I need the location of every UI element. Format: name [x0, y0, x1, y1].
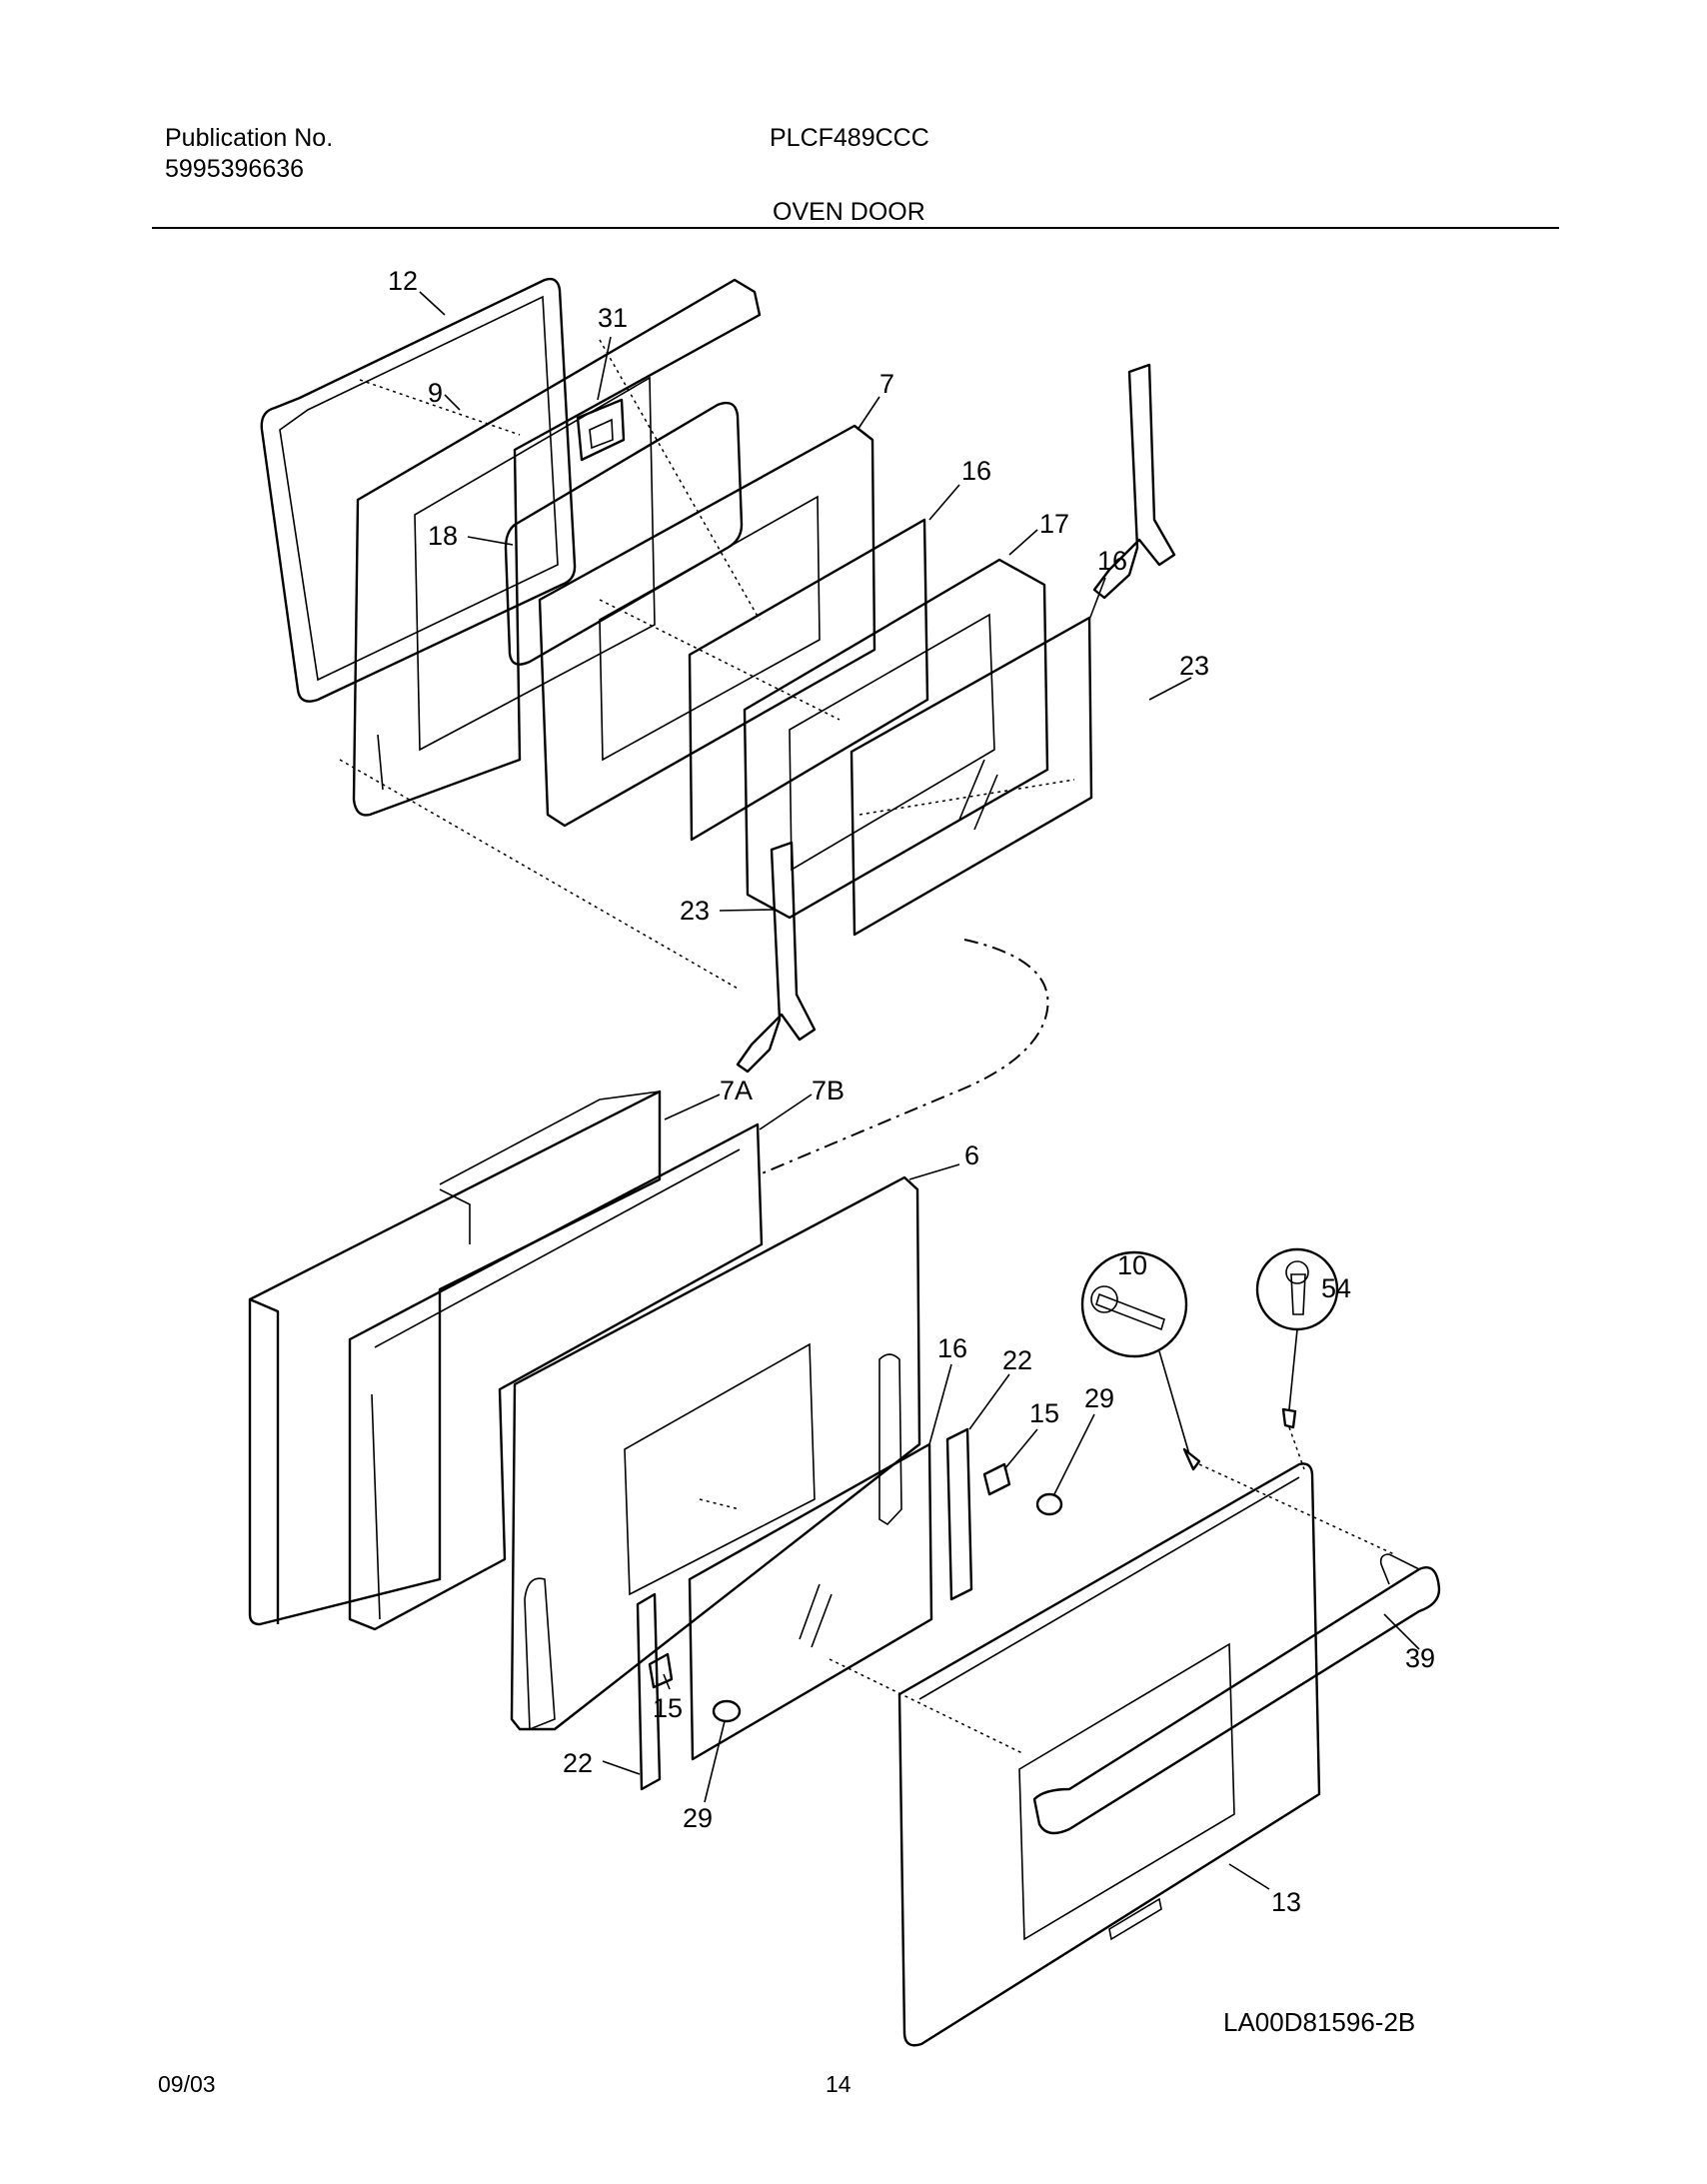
part-7-insulation-frame: [538, 424, 876, 828]
part-7A-insulation: [248, 1090, 662, 1626]
callout-16-upper-a: 16: [961, 456, 991, 486]
callout-7-upper: 7: [879, 369, 894, 399]
footer-date: 09/03: [158, 2071, 216, 2097]
callout-10: 10: [1117, 1250, 1147, 1280]
callout-29-top: 29: [1084, 1383, 1114, 1413]
part-17-glass-frame: [743, 558, 1049, 920]
diagram-code: LA00D81596-2B: [1223, 2007, 1416, 2037]
callout-12: 12: [388, 266, 418, 296]
section-title: OVEN DOOR: [773, 198, 925, 226]
part-16-glass-upper-b: [850, 616, 1093, 937]
callout-7A: 7A: [720, 1076, 753, 1105]
callout-22-bottom: 22: [563, 1748, 593, 1778]
part-23-hinge-right: [1092, 363, 1176, 600]
callout-6: 6: [964, 1140, 979, 1170]
part-15-clip-bottom: [648, 1652, 674, 1689]
part-10-screw-detail: [1080, 1250, 1201, 1471]
callout-22-top: 22: [1002, 1345, 1032, 1375]
callout-23-right: 23: [1179, 651, 1209, 681]
page-number: 14: [826, 2071, 852, 2097]
callout-13: 13: [1271, 1887, 1301, 1917]
callout-16-lower: 16: [937, 1333, 967, 1363]
part-15-clip-top: [982, 1462, 1011, 1496]
model-number: PLCF489CCC: [770, 124, 929, 152]
part-31-clip: [576, 398, 626, 462]
callout-9: 9: [428, 378, 443, 408]
callout-23-left: 23: [680, 896, 710, 926]
publication-number: 5995396636: [165, 155, 305, 183]
publication-label: Publication No.: [165, 124, 334, 152]
part-9-door-liner: [352, 278, 762, 817]
part-16-glass-upper-a: [688, 518, 929, 842]
callout-31: 31: [598, 303, 628, 333]
callout-7B: 7B: [812, 1076, 845, 1105]
part-12-door-gasket: [260, 277, 577, 703]
part-39-door-handle: [1032, 1553, 1441, 1835]
part-6-inner-door: [510, 1175, 921, 1731]
part-7B-heat-shield: [348, 1122, 764, 1631]
callout-15-bottom: 15: [653, 1693, 683, 1723]
callout-16-upper-b: 16: [1097, 546, 1127, 576]
callout-39: 39: [1405, 1643, 1435, 1673]
callout-17: 17: [1039, 509, 1069, 539]
part-22-bracket-bottom: [636, 1592, 662, 1791]
header-rule: [152, 227, 1559, 229]
part-22-bracket-top: [945, 1427, 973, 1601]
part-54-screw-detail: [1255, 1247, 1339, 1429]
callout-18: 18: [428, 521, 458, 551]
part-29-plug-top: [1035, 1492, 1063, 1516]
part-16-glass-lower: [688, 1442, 933, 1761]
part-29-plug-bottom: [712, 1699, 742, 1723]
callout-29-bottom: 29: [683, 1803, 713, 1833]
part-23-hinge-left: [736, 841, 817, 1074]
part-13-outer-door: [897, 1462, 1321, 2047]
callout-54: 54: [1321, 1273, 1351, 1303]
callout-15-top: 15: [1029, 1398, 1059, 1428]
